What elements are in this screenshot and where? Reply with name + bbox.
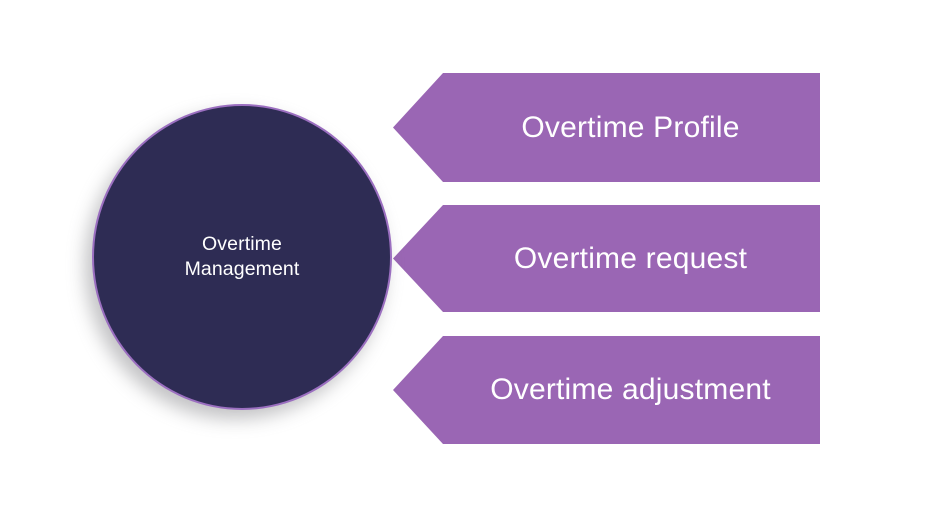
center-node-overtime-management[interactable]: Overtime Management <box>92 104 392 410</box>
branch-label-overtime-adjustment: Overtime adjustment <box>490 373 771 406</box>
chevron-left-icon <box>393 336 820 444</box>
branch-node-overtime-profile[interactable]: Overtime Profile <box>390 70 823 185</box>
branch-node-overtime-request[interactable]: Overtime request <box>390 202 823 315</box>
chevron-left-icon <box>393 205 820 312</box>
center-node-label: Overtime Management <box>184 233 300 280</box>
branch-node-overtime-adjustment[interactable]: Overtime adjustment <box>390 333 823 447</box>
branch-label-overtime-profile: Overtime Profile <box>521 110 740 144</box>
chevron-left-icon <box>393 73 820 182</box>
branch-label-overtime-request: Overtime request <box>513 241 748 275</box>
